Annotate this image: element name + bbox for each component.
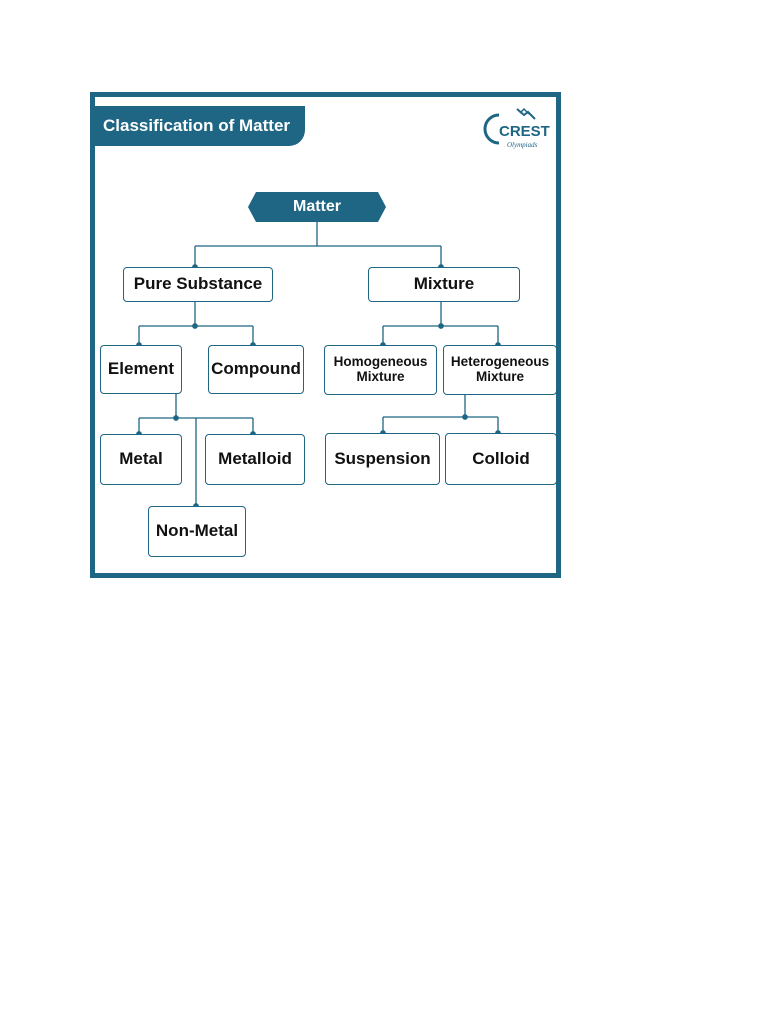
node-colloid: Colloid: [445, 433, 557, 485]
node-metalloid: Metalloid: [205, 434, 305, 485]
diagram-frame: Classification of Matter CREST Olympiads: [90, 92, 561, 578]
node-matter-label: Matter: [292, 198, 341, 215]
tree-connectors: [136, 222, 501, 509]
node-homogeneous-mixture: Homogeneous Mixture: [324, 345, 437, 395]
logo-wordmark: CREST: [499, 123, 550, 140]
crest-logo: CREST Olympiads: [477, 101, 557, 153]
node-heterogeneous-mixture: Heterogeneous Mixture: [443, 345, 557, 395]
node-mixture: Mixture: [368, 267, 520, 302]
node-compound: Compound: [208, 345, 304, 394]
crest-logo-icon: CREST Olympiads: [483, 107, 550, 149]
diagram-title: Classification of Matter: [95, 106, 305, 146]
hexagon-shape: [248, 192, 386, 222]
node-suspension: Suspension: [325, 433, 440, 485]
node-element: Element: [100, 345, 182, 394]
node-pure-substance: Pure Substance: [123, 267, 273, 302]
node-non-metal: Non-Metal: [148, 506, 246, 557]
node-metal: Metal: [100, 434, 182, 485]
node-matter: Matter: [248, 192, 386, 222]
logo-tagline: Olympiads: [507, 141, 538, 149]
